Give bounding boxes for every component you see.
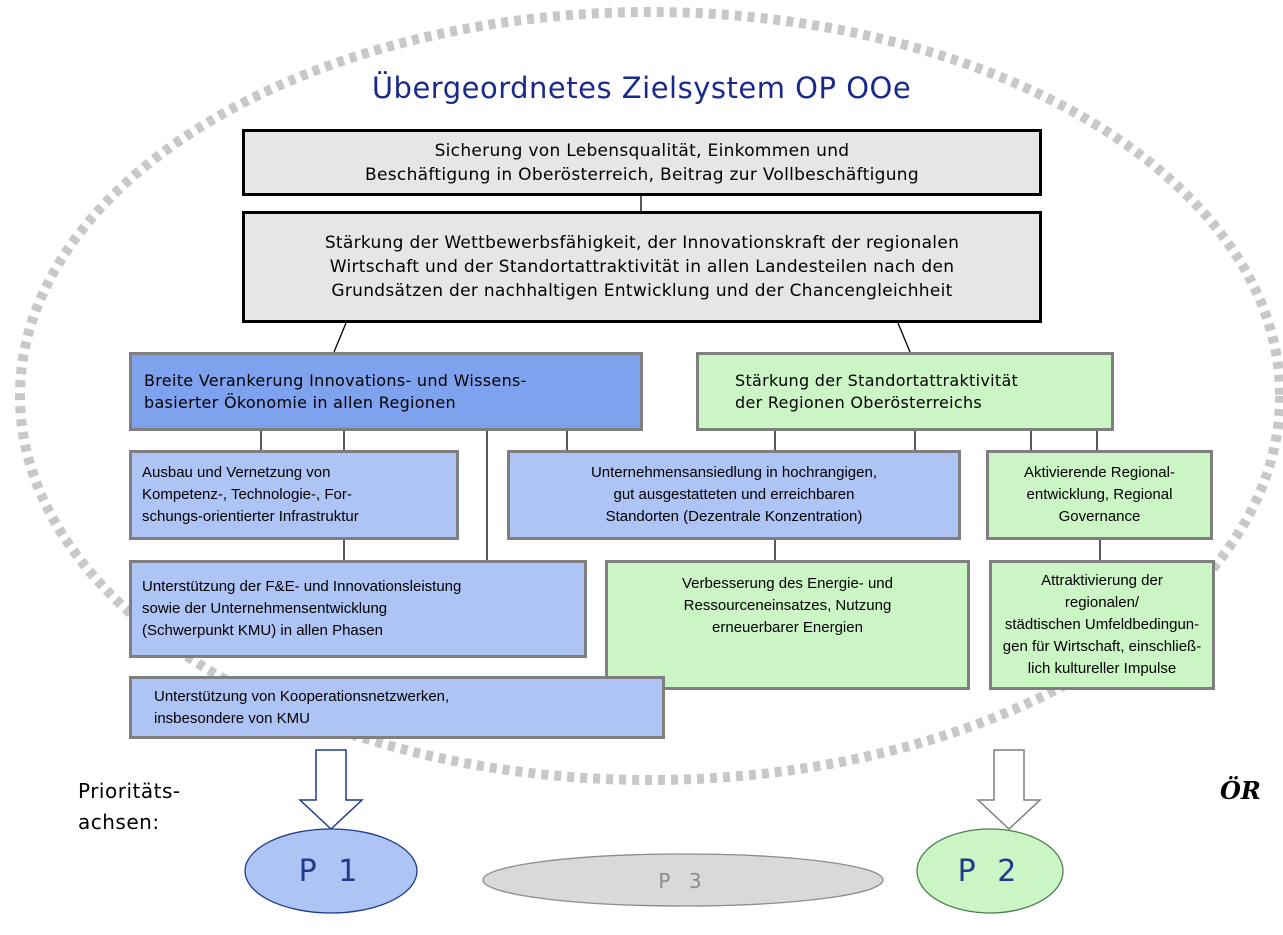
- arrow-down-p1-icon: [298, 749, 364, 831]
- arrow-down-p2-icon: [976, 749, 1042, 831]
- goal-top-box: Sicherung von Lebensqualität, Einkommen …: [242, 129, 1042, 196]
- priority-p1-label: P 1: [298, 853, 364, 889]
- measure-cooperation-text: Unterstützung von Kooperationsnetzwerken…: [154, 687, 450, 727]
- measure-rnd-support-text: Unterstützung der F&E- und Innovationsle…: [142, 578, 462, 639]
- priority-p2-label: P 2: [957, 853, 1023, 889]
- goal-main-text: Stärkung der Wettbewerbsfähigkeit, der I…: [324, 233, 960, 301]
- priority-p3-label: P 3: [658, 869, 708, 893]
- priority-p3-ellipse: [482, 853, 884, 907]
- measure-regional-dev-text: Aktivierende Regional- entwicklung, Regi…: [1024, 464, 1175, 525]
- diagram-title: Übergeordnetes Zielsystem OP OOe: [371, 71, 912, 105]
- goal-main-box: Stärkung der Wettbewerbsfähigkeit, der I…: [242, 211, 1042, 323]
- measure-settlement-text: Unternehmensansiedlung in hochrangigen, …: [590, 464, 878, 525]
- measure-energy-box: Verbesserung des Energie- und Ressourcen…: [605, 560, 970, 690]
- objective-innovation-box: Breite Verankerung Innovations- und Wiss…: [129, 352, 643, 431]
- priority-p1-ellipse: [244, 828, 418, 914]
- measure-cooperation-box: Unterstützung von Kooperationsnetzwerken…: [129, 676, 665, 739]
- objective-location-box: Stärkung der Standortattraktivität der R…: [696, 352, 1114, 431]
- objective-location-text: Stärkung der Standortattraktivität der R…: [735, 370, 1019, 412]
- measure-rnd-support-box: Unterstützung der F&E- und Innovationsle…: [129, 560, 587, 658]
- connector-lines: [260, 196, 1101, 686]
- measure-settlement-box: Unternehmensansiedlung in hochrangigen, …: [507, 450, 961, 540]
- priority-axes-label: Prioritäts- achsen:: [78, 779, 181, 834]
- measure-regional-dev-box: Aktivierende Regional- entwicklung, Regi…: [986, 450, 1213, 540]
- logo-icon: ÖR: [1220, 776, 1261, 805]
- measure-urban-box: Attraktivierung der regionalen/ städtisc…: [989, 560, 1215, 690]
- measure-urban-text: Attraktivierung der regionalen/ städtisc…: [1002, 572, 1202, 677]
- priority-p2-ellipse: [916, 828, 1064, 914]
- goal-system-boundary: [15, 7, 1283, 785]
- objective-innovation-text: Breite Verankerung Innovations- und Wiss…: [144, 370, 527, 412]
- measure-infrastructure-box: Ausbau und Vernetzung von Kompetenz-, Te…: [129, 450, 459, 540]
- goal-top-text: Sicherung von Lebensqualität, Einkommen …: [365, 140, 919, 185]
- measure-energy-text: Verbesserung des Energie- und Ressourcen…: [682, 575, 893, 636]
- measure-infrastructure-text: Ausbau und Vernetzung von Kompetenz-, Te…: [142, 464, 359, 525]
